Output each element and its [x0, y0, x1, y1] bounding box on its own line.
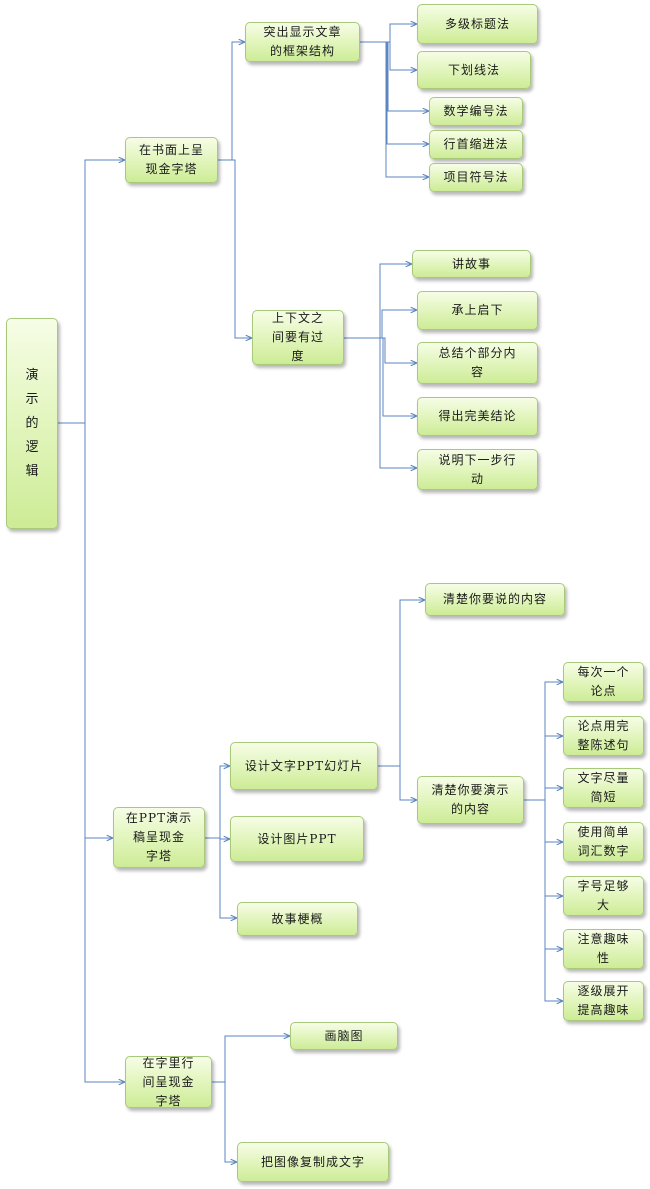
leaf-bullets: 项目符号法 [429, 163, 523, 192]
connector-show-7 [524, 799, 563, 1001]
leaf-storytelling: 讲故事 [412, 250, 531, 278]
connector-show-1 [524, 682, 563, 801]
leaf-summarize: 总结个部分内 容 [417, 342, 538, 384]
connector-fw-5 [360, 41, 429, 177]
connector-book-framework [218, 42, 245, 161]
connector-book-transition [218, 159, 252, 338]
connector-between-mind [212, 1036, 290, 1083]
leaf-math-numbering: 数学编号法 [429, 97, 523, 126]
node-framework: 突出显示文章 的框架结构 [245, 22, 360, 62]
node-clear-show: 清楚你要演示 的内容 [417, 776, 524, 824]
connector-text-say [378, 600, 425, 767]
leaf-interest: 注意趣味 性 [563, 929, 644, 969]
leaf-linking: 承上启下 [417, 291, 538, 330]
leaf-full-statements: 论点用完 整陈述句 [563, 716, 644, 756]
leaf-font-size: 字号足够 大 [563, 876, 644, 916]
connector-fw-1 [360, 24, 417, 43]
connector-root-between [58, 422, 125, 1082]
connector-show-5 [524, 799, 563, 896]
connector-root-book [58, 160, 125, 424]
leaf-short-text: 文字尽量 简短 [563, 768, 644, 808]
connector-show-6 [524, 799, 563, 949]
node-transition: 上下文之 间要有过 度 [252, 310, 344, 365]
root-node: 演 示 的 逻 辑 [6, 318, 58, 529]
connector-show-2 [524, 736, 563, 801]
connector-between-copy [212, 1081, 237, 1162]
node-book: 在书面上呈 现金字塔 [125, 137, 218, 183]
node-image-ppt: 设计图片PPT [230, 816, 364, 862]
leaf-underline: 下划线法 [417, 51, 531, 89]
connector-show-4 [524, 799, 563, 842]
connector-tr-1 [344, 264, 412, 339]
node-storyboard: 故事梗概 [237, 902, 358, 936]
node-ppt: 在PPT演示 稿呈现金 字塔 [113, 807, 205, 868]
connector-ppt-story [205, 837, 237, 918]
leaf-simple-words: 使用简单 词汇数字 [563, 822, 644, 862]
leaf-next-steps: 说明下一步行 动 [417, 449, 538, 490]
connector-text-show [378, 765, 417, 800]
leaf-conclusion: 得出完美结论 [417, 397, 538, 436]
leaf-multilevel-headings: 多级标题法 [417, 4, 538, 44]
connector-tr-5 [344, 337, 417, 468]
leaf-image-to-text: 把图像复制成文字 [237, 1142, 389, 1182]
leaf-one-point: 每次一个 论点 [563, 662, 644, 702]
leaf-mind-map: 画脑图 [290, 1022, 398, 1050]
connector-ppt-text [205, 766, 230, 839]
leaf-indent: 行首缩进法 [429, 130, 523, 159]
node-text-slides: 设计文字PPT幻灯片 [230, 742, 378, 790]
node-between-lines: 在字里行 间呈现金 字塔 [125, 1056, 212, 1108]
node-clear-say: 清楚你要说的内容 [425, 583, 565, 616]
leaf-progressive: 逐级展开 提高趣味 [563, 981, 644, 1021]
connector-show-3 [524, 788, 563, 801]
